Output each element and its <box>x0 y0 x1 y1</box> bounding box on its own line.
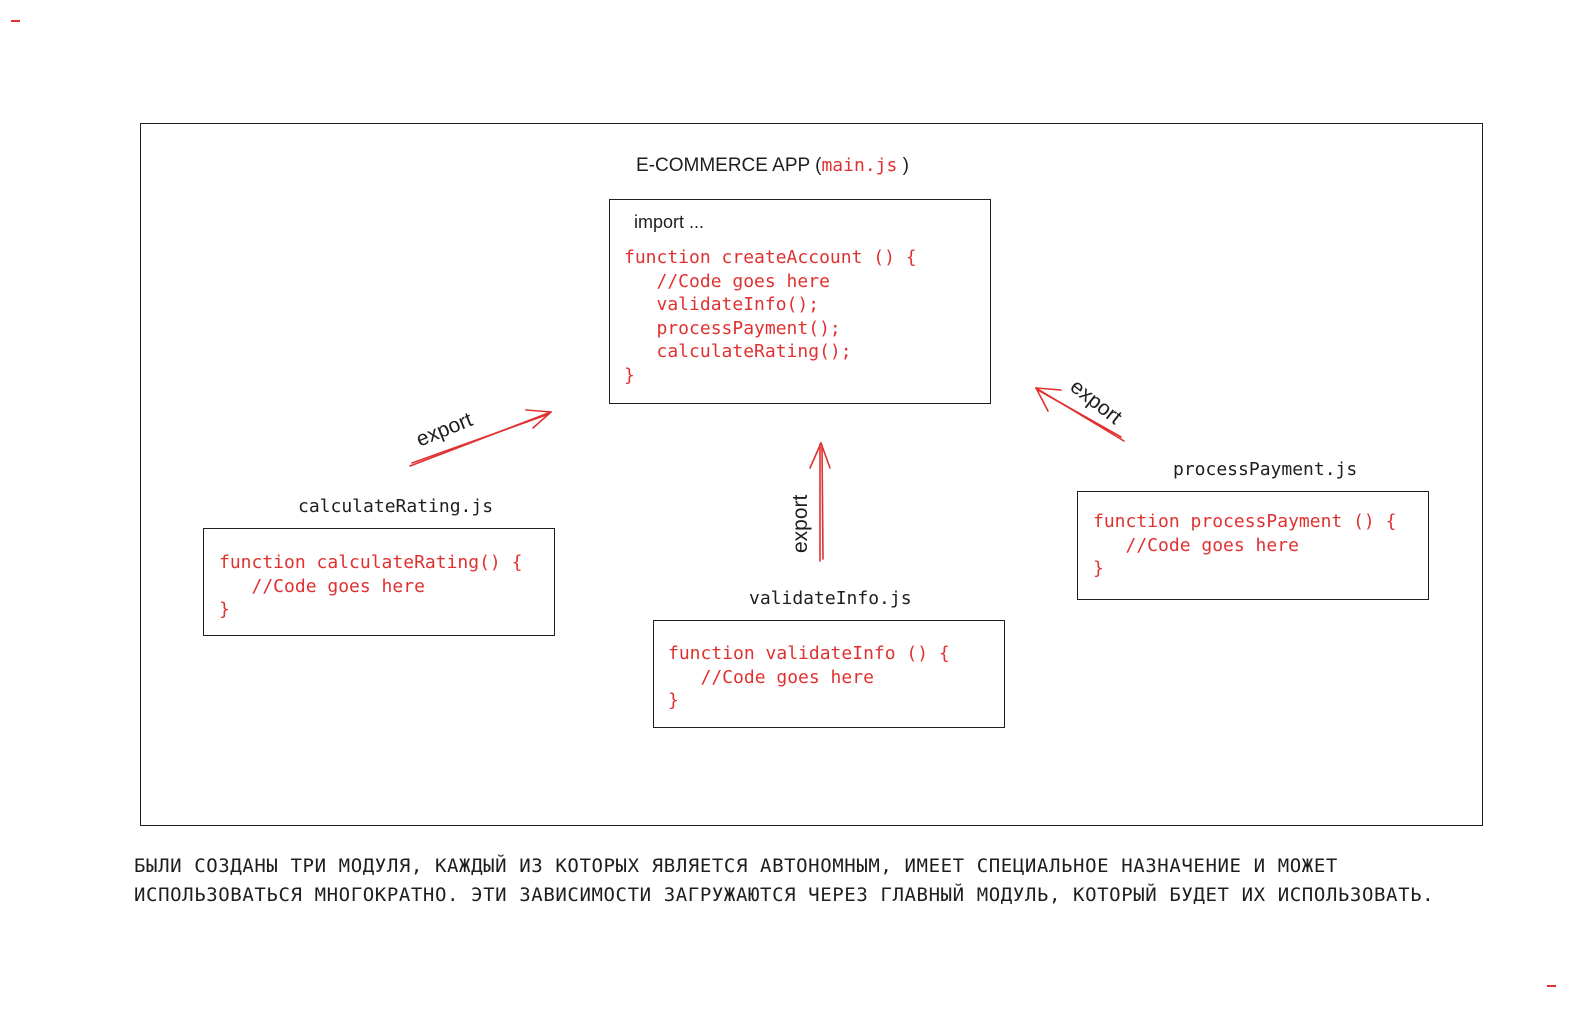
main-file-name: main.js <box>821 155 898 176</box>
calculate-rating-file-label: calculateRating.js <box>298 496 494 517</box>
right-export-arrow <box>1035 387 1125 442</box>
main-module-title-text: E-COMMERCE APP <box>636 155 810 176</box>
calculate-rating-module-box: function calculateRating() { //Code goes… <box>203 528 555 636</box>
title-close-paren: ) <box>902 155 909 176</box>
import-statement: import ... <box>634 212 705 232</box>
validate-info-code: function validateInfo () { //Code goes h… <box>668 643 950 711</box>
caption-line-2: ИСПОЛЬЗОВАТЬСЯ МНОГОКРАТНО. ЭТИ ЗАВИСИМО… <box>134 884 1435 906</box>
process-payment-module-box: function processPayment () { //Code goes… <box>1077 491 1429 600</box>
process-payment-file-label: processPayment.js <box>1173 459 1358 480</box>
corner-mark-bottom-right <box>1547 985 1556 987</box>
main-module-code: function createAccount () { //Code goes … <box>624 247 917 386</box>
validate-info-module-box: function validateInfo () { //Code goes h… <box>653 620 1005 728</box>
process-payment-code: function processPayment () { //Code goes… <box>1093 511 1397 579</box>
title-open-paren: ( <box>815 155 822 176</box>
middle-export-label: export <box>789 494 812 553</box>
caption-line-1: БЫЛИ СОЗДАНЫ ТРИ МОДУЛЯ, КАЖДЫЙ ИЗ КОТОР… <box>134 855 1338 877</box>
middle-export-arrow <box>809 442 831 562</box>
main-module-box: import ... function createAccount () { /… <box>609 199 991 404</box>
main-module-title: E-COMMERCE APP (main.js ) <box>636 155 909 177</box>
description-caption: БЫЛИ СОЗДАНЫ ТРИ МОДУЛЯ, КАЖДЫЙ ИЗ КОТОР… <box>134 852 1554 910</box>
app-frame <box>140 123 1483 826</box>
corner-mark-top-left <box>11 20 20 22</box>
left-export-arrow <box>409 409 552 467</box>
calculate-rating-code: function calculateRating() { //Code goes… <box>219 552 523 620</box>
validate-info-file-label: validateInfo.js <box>749 588 912 609</box>
